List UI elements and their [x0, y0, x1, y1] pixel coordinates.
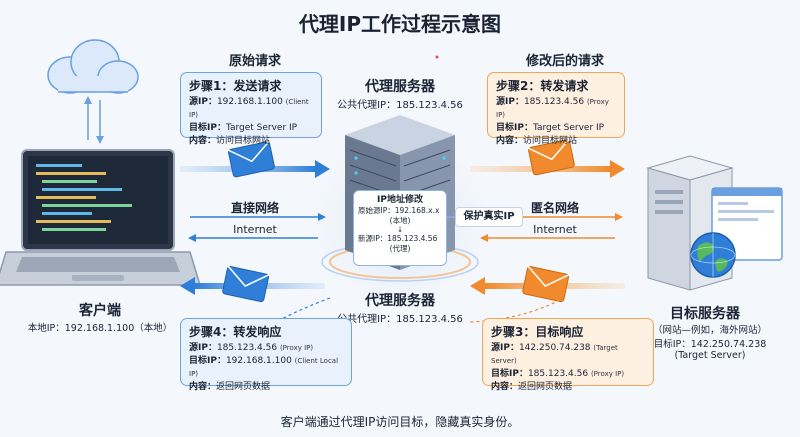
ip-new-label: 新源IP： — [358, 234, 388, 243]
proxy-server-ip: 公共代理IP：185.123.4.56 — [337, 100, 463, 111]
page-title: 代理IP工作过程示意图 — [298, 12, 502, 36]
internet-left-label: Internet — [233, 223, 277, 236]
step4-content-label: 内容： — [189, 382, 217, 392]
proxy-server-title: 代理服务器 — [365, 79, 435, 95]
ip-modify-arrow-icon: ↓ — [396, 225, 404, 234]
section-modified-request: 修改后的请求 — [525, 54, 604, 69]
step1-content-value: 访问目标网站 — [216, 136, 271, 146]
globe-icon — [690, 232, 736, 278]
step3-dst-label: 目标IP： — [491, 369, 528, 379]
step4-src-value: 185.123.4.56 — [216, 343, 278, 353]
step4-card: 步骤4：转发响应 源IP：185.123.4.56 (Proxy IP) 目标I… — [180, 318, 352, 392]
envelope-icon — [522, 265, 570, 303]
step1-src-note: (Client IP) — [189, 98, 309, 119]
step1-content-label: 内容： — [189, 136, 217, 146]
ip-new-note: (代理) — [389, 244, 411, 253]
step3-content-value: 返回网页数据 — [518, 382, 573, 392]
step1-dst-label: 目标IP： — [189, 123, 226, 133]
proxy-server-ip-bottom: 公共代理IP：185.123.4.56 — [337, 314, 463, 325]
proxy-server-title-bottom: 代理服务器 — [365, 293, 435, 309]
step4-dst-value: 192.168.1.100 — [225, 356, 292, 366]
step3-dst-value: 185.123.4.56 — [527, 369, 589, 379]
step1-heading: 步骤1：发送请求 — [189, 79, 282, 93]
ip-orig-note: (本地) — [389, 216, 411, 225]
target-server-subtitle: （网站—例如，海外网站） — [652, 325, 767, 336]
step1-card: 步骤1：发送请求 源IP：192.168.1.100 (Client IP) 目… — [180, 72, 322, 146]
direct-network-line — [188, 213, 326, 242]
step3-src-note: (Target Server) — [491, 344, 618, 365]
step2-card: 步骤2：转发请求 源IP：185.123.4.56 (Proxy IP) 目标I… — [487, 72, 625, 146]
protect-real-ip-badge: 保护真实IP — [455, 207, 523, 227]
anonymous-network-label: 匿名网络 — [530, 201, 579, 215]
target-server-title: 目标服务器 — [670, 306, 740, 322]
footer-caption: 客户端通过代理IP访问目标，隐藏真实身份。 — [280, 415, 520, 429]
ip-orig-value: 192.168.x.x — [394, 206, 440, 215]
step2-heading: 步骤2：转发请求 — [496, 79, 589, 93]
direct-network-label: 直接网络 — [230, 201, 279, 215]
step1-src-label: 源IP： — [189, 97, 217, 107]
ip-modify-heading: IP地址修改 — [377, 195, 423, 205]
ip-new-value: 185.123.4.56 — [387, 234, 438, 243]
step3-src-label: 源IP： — [491, 343, 519, 353]
step4-heading: 步骤4：转发响应 — [189, 325, 282, 339]
step4-src-label: 源IP： — [189, 343, 217, 353]
step2-src-label: 源IP： — [496, 97, 524, 107]
ip-modify-box: IP地址修改 原始源IP：192.168.x.x (本地) ↓ 新源IP：185… — [353, 190, 447, 266]
internet-right-label: Internet — [533, 223, 577, 236]
step4-content-value: 返回网页数据 — [216, 382, 271, 392]
step4-src-note: (Proxy IP) — [279, 344, 314, 352]
step3-src-value: 142.250.74.238 — [518, 343, 591, 353]
step1-src-value: 192.168.1.100 — [216, 97, 283, 107]
envelope-icon — [222, 265, 270, 303]
step2-src-note: (Proxy IP) — [496, 98, 609, 119]
client-ip: 本地IP：192.168.1.100（本地） — [27, 323, 173, 334]
step4-dst-note: (Client Local IP) — [189, 357, 339, 378]
step3-dst-note: (Proxy IP) — [590, 370, 625, 378]
step2-src-value: 185.123.4.56 — [523, 97, 585, 107]
target-server-ip: 目标IP：142.250.74.238 — [653, 339, 767, 350]
envelope-icon — [227, 140, 275, 178]
client-title: 客户端 — [79, 303, 121, 319]
target-server-ip-note: (Target Server) — [674, 350, 746, 361]
step2-content-value: 访问目标网站 — [523, 136, 578, 146]
step2-dst-value: Target Server IP — [532, 123, 605, 133]
step1-dst-value: Target Server IP — [225, 123, 298, 133]
step3-card: 步骤3：目标响应 源IP：142.250.74.238 (Target Serv… — [482, 318, 654, 392]
section-original-request: 原始请求 — [228, 54, 281, 69]
envelope-icon — [527, 138, 575, 176]
cloud-icon — [47, 39, 139, 144]
step2-content-label: 内容： — [496, 136, 524, 146]
ip-orig-label: 原始源IP： — [358, 206, 395, 215]
step4-dst-label: 目标IP： — [189, 356, 226, 366]
step3-heading: 步骤3：目标响应 — [491, 325, 584, 339]
laptop-icon — [0, 149, 202, 286]
step2-dst-label: 目标IP： — [496, 123, 533, 133]
step3-content-label: 内容： — [491, 382, 519, 392]
